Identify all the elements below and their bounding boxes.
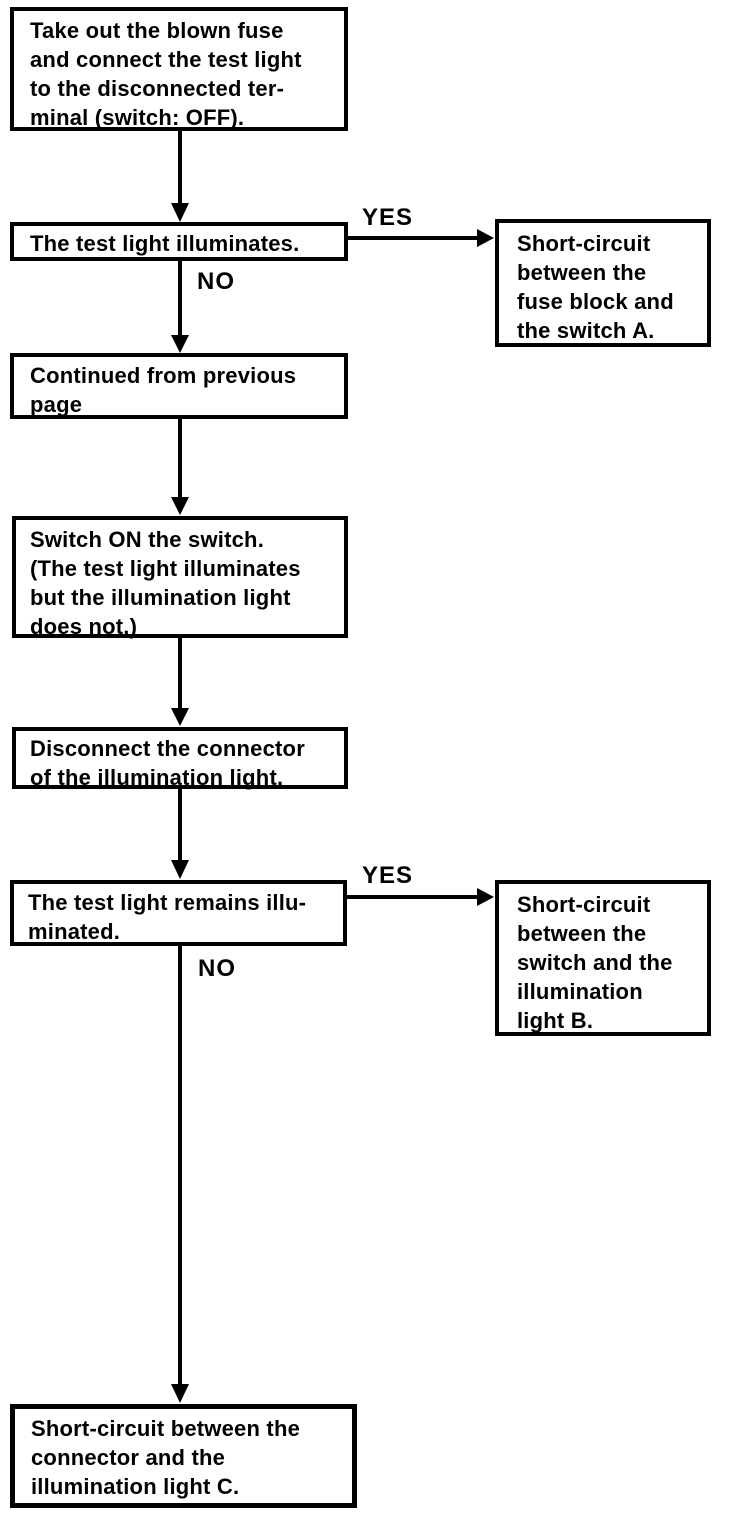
arrowhead-down-2 [171, 335, 189, 353]
arrowhead-down-3 [171, 497, 189, 515]
edge-label-yes-2: YES [362, 862, 414, 889]
arrowhead-right-2 [477, 888, 494, 906]
edge-label-yes-1: YES [362, 204, 414, 231]
flow-box-short-circuit-b: Short-circuit between the switch and the… [495, 880, 711, 1036]
edge-label-no-2: NO [198, 955, 236, 982]
flow-box-short-circuit-c: Short-circuit between the connector and … [10, 1404, 357, 1508]
arrowhead-down-5 [171, 860, 189, 879]
arrowhead-right-1 [477, 229, 494, 247]
flow-box-take-out-fuse: Take out the blown fuse and connect the … [10, 7, 348, 131]
edge-label-no-1: NO [197, 268, 235, 295]
arrowhead-down-1 [171, 203, 189, 222]
flow-box-switch-on: Switch ON the switch. (The test light il… [12, 516, 348, 639]
arrowhead-down-6 [171, 1384, 189, 1403]
flow-box-continued-previous-page: Continued from previous page [10, 353, 348, 419]
flow-box-disconnect-connector: Disconnect the connector of the illumina… [12, 727, 348, 790]
flow-box-short-circuit-a: Short-circuit between the fuse block and… [495, 219, 711, 347]
flow-box-test-light-remains: The test light remains illu- minated. [10, 880, 347, 946]
flow-box-test-light-illuminates: The test light illuminates. [10, 222, 348, 261]
arrowhead-down-4 [171, 708, 189, 726]
